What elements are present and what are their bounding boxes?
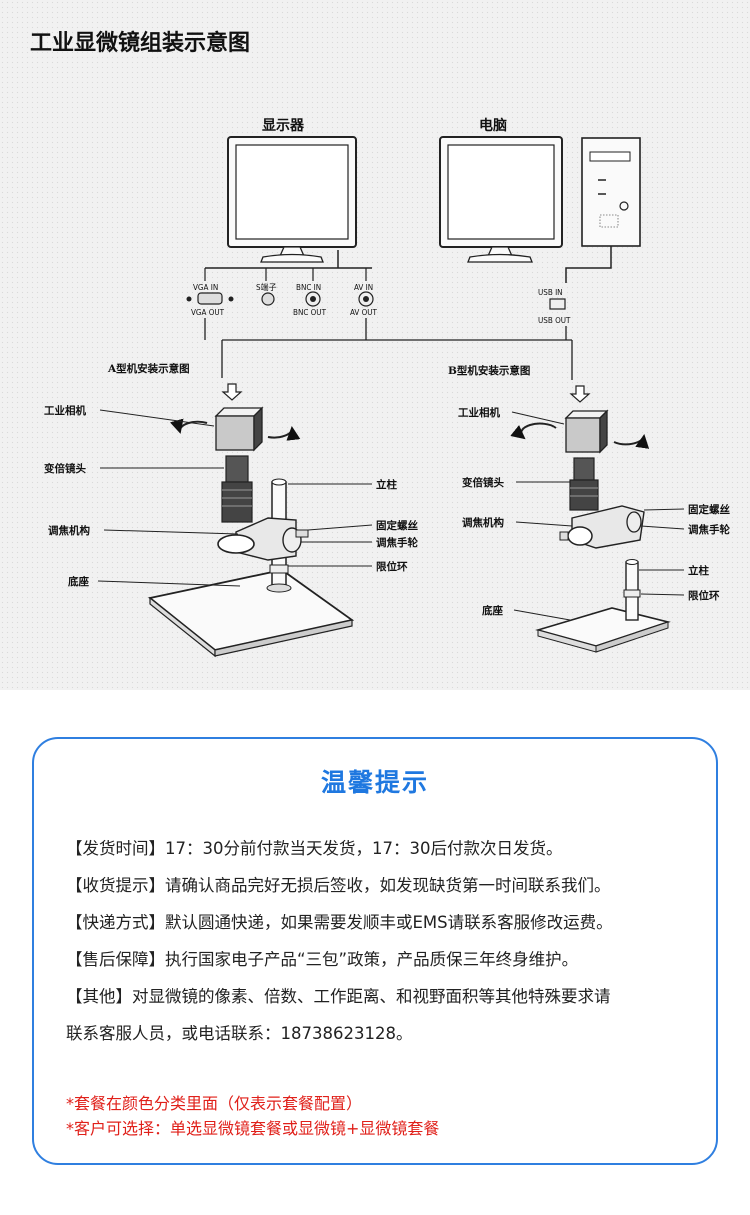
notice-line-after-sales: 【售后保障】执行国家电子产品“三包”政策，产品质保三年终身维护。 [66, 950, 579, 969]
diagram-title: 工业显微镜组装示意图 [30, 30, 250, 56]
svg-text:VGA OUT: VGA OUT [191, 308, 225, 317]
svg-text:VGA IN: VGA IN [193, 283, 218, 292]
a-focus-label: 调焦机构 [48, 524, 90, 537]
b-fix-screw-label: 固定螺丝 [688, 503, 730, 516]
computer-illustration [439, 136, 641, 263]
notice-title: 温馨提示 [320, 768, 429, 797]
vga-port: VGA IN VGA OUT [186, 283, 234, 317]
svg-text:USB OUT: USB OUT [538, 316, 571, 325]
a-fix-screw-label: 固定螺丝 [376, 519, 418, 532]
svg-text:AV IN: AV IN [354, 283, 373, 292]
b-camera-label: 工业相机 [458, 406, 500, 419]
b-base-label: 底座 [482, 604, 503, 617]
b-focus-label: 调焦机构 [462, 516, 504, 529]
type-b-stand [510, 385, 671, 653]
a-base-label: 底座 [68, 575, 89, 588]
assembly-diagram: 工业显微镜组装示意图 显示器 电脑 VGA IN VGA OUT S端子 [0, 0, 750, 690]
assembly-diagram-svg: 工业显微镜组装示意图 显示器 电脑 VGA IN VGA OUT S端子 [30, 30, 730, 658]
av-port: AV IN AV OUT [350, 283, 378, 317]
s-terminal-port: S端子 [256, 282, 277, 306]
svg-text:USB IN: USB IN [538, 288, 563, 297]
notice-red-line-package: *套餐在颜色分类里面（仅表示套餐配置） [66, 1094, 363, 1113]
b-hand-wheel-label: 调焦手轮 [688, 523, 730, 536]
type-a-caption: A型机安装示意图 [107, 362, 190, 375]
notice-line-other: 【其他】对显微镜的像素、倍数、工作距离、和视野面积等其他特殊要求请 [66, 987, 611, 1006]
b-limit-ring-label: 限位环 [688, 589, 720, 602]
notice-box: 温馨提示 【发货时间】17：30分前付款当天发货，17：30后付款次日发货。 【… [32, 737, 718, 1165]
b-column-label: 立柱 [688, 564, 709, 577]
svg-text:BNC OUT: BNC OUT [293, 308, 327, 317]
usb-port: USB IN USB OUT [538, 246, 612, 325]
svg-text:AV OUT: AV OUT [350, 308, 378, 317]
a-camera-label: 工业相机 [44, 404, 86, 417]
notice-line-receipt: 【收货提示】请确认商品完好无损后签收，如发现缺货第一时间联系我们。 [66, 876, 611, 895]
bnc-port: BNC IN BNC OUT [293, 283, 327, 317]
computer-label: 电脑 [479, 117, 507, 134]
notice-line-shipping-time: 【发货时间】17：30分前付款当天发货，17：30后付款次日发货。 [66, 839, 563, 858]
a-limit-ring-label: 限位环 [376, 560, 408, 573]
svg-text:S端子: S端子 [256, 282, 277, 292]
notice-red-line-options: *客户可选择：单选显微镜套餐或显微镜+显微镜套餐 [66, 1119, 440, 1138]
svg-text:BNC IN: BNC IN [296, 283, 321, 292]
type-a-stand [147, 383, 355, 658]
notice-line-contact: 联系客服人员，或电话联系：18738623128。 [66, 1024, 413, 1043]
a-column-label: 立柱 [376, 478, 397, 491]
b-zoom-lens-label: 变倍镜头 [462, 476, 504, 489]
notice-line-courier: 【快递方式】默认圆通快递，如果需要发顺丰或EMS请联系客服修改运费。 [66, 913, 613, 932]
a-zoom-lens-label: 变倍镜头 [44, 462, 86, 475]
monitor-illustration [227, 136, 357, 263]
a-hand-wheel-label: 调焦手轮 [376, 536, 418, 549]
type-b-caption: B型机安装示意图 [448, 364, 530, 377]
monitor-label: 显示器 [262, 118, 305, 134]
